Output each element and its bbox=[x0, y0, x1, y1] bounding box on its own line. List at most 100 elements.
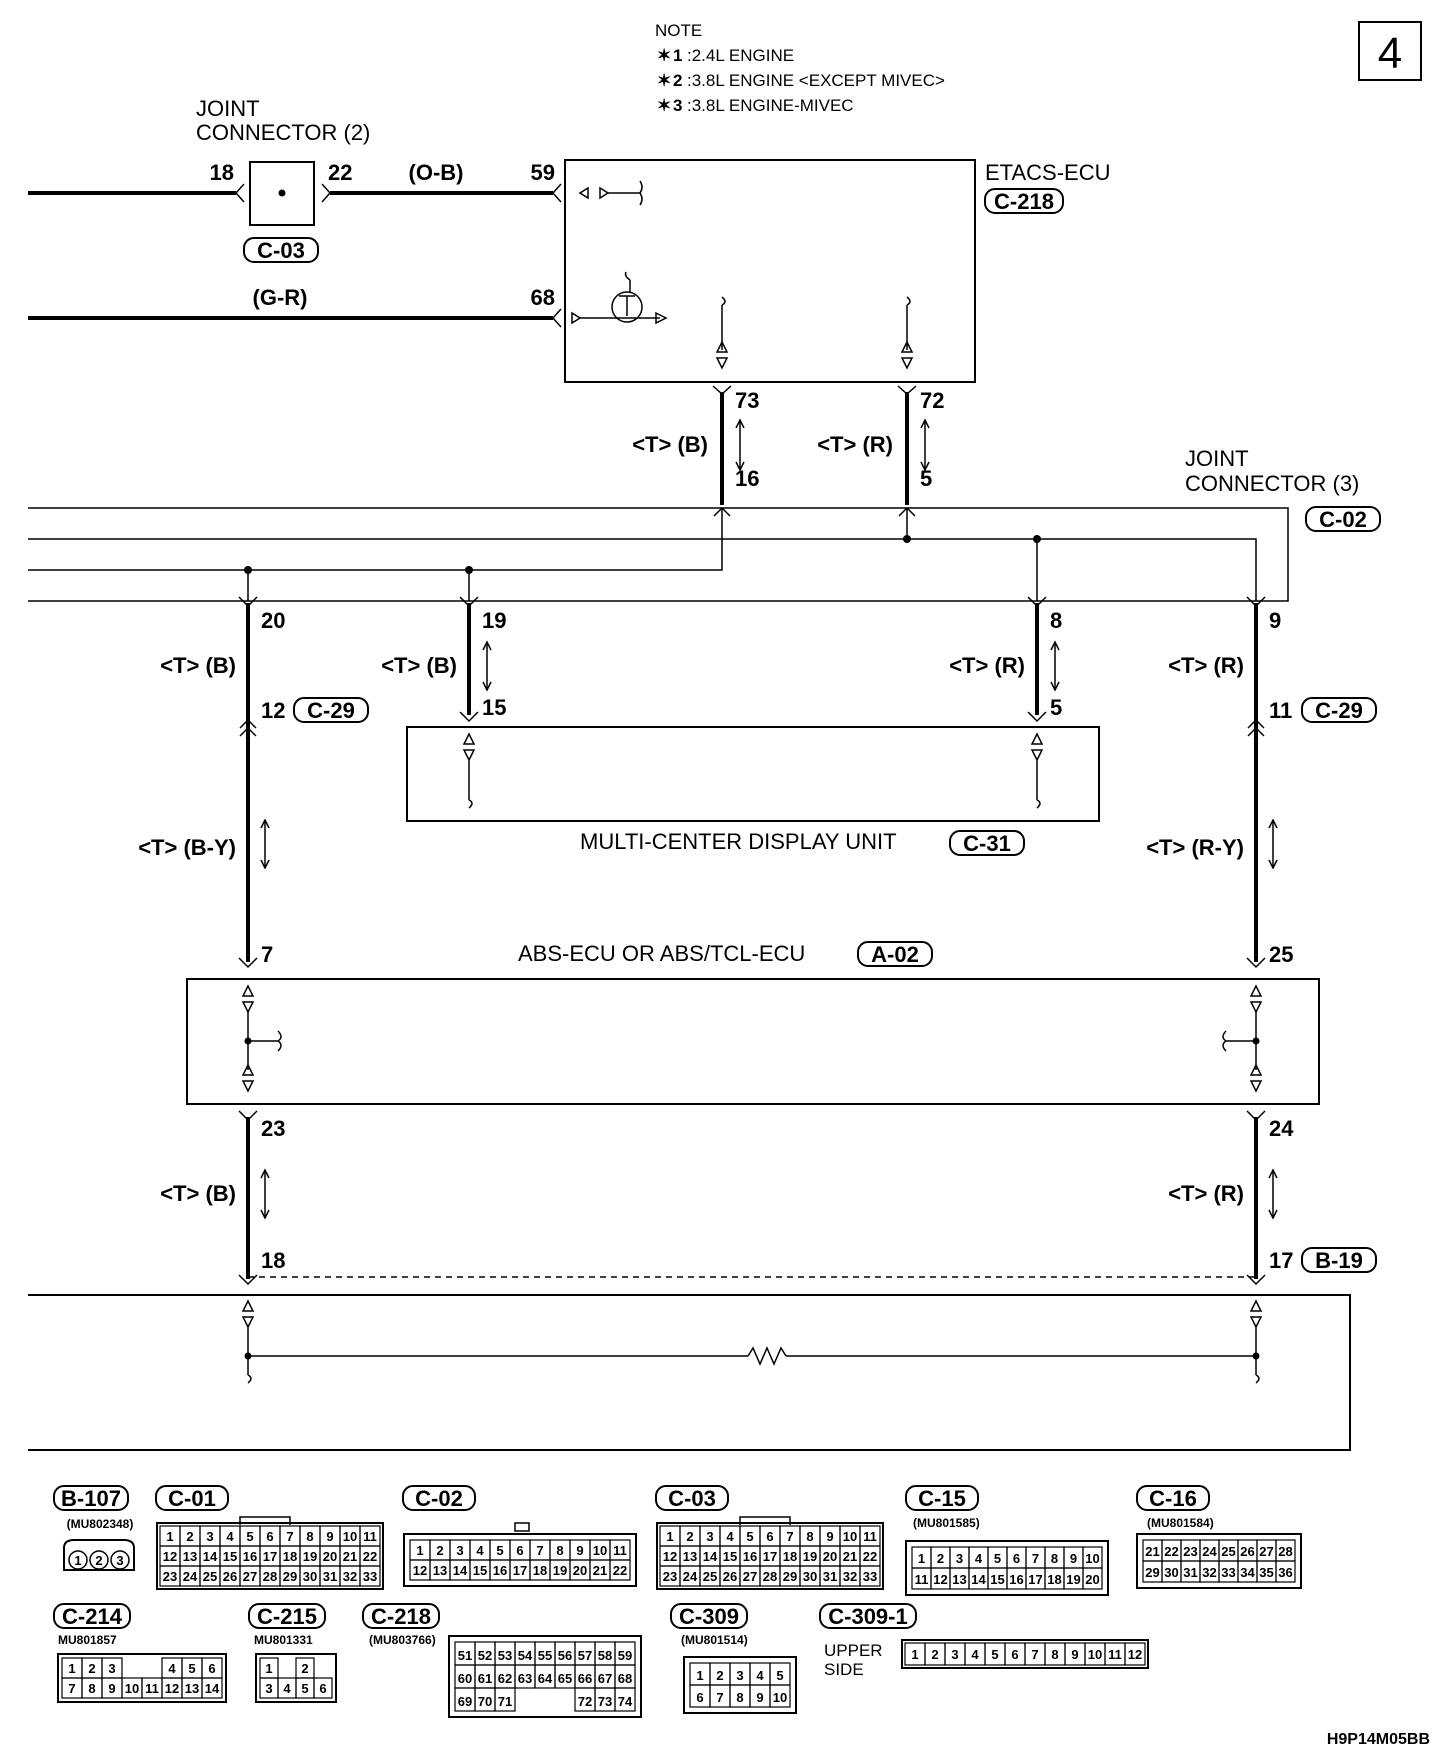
c214-pin-label: 9 bbox=[108, 1681, 115, 1696]
c02-pin-label: 5 bbox=[496, 1543, 503, 1558]
pin-mark-9 bbox=[1246, 596, 1266, 608]
c03-pin-label: 13 bbox=[683, 1549, 697, 1564]
c01-pin-label: 31 bbox=[323, 1569, 337, 1584]
wire-color-tb-4: <T> (B) bbox=[160, 1181, 236, 1206]
connector-tag-c02-view bbox=[402, 1485, 476, 1511]
c214-pin-label: 4 bbox=[168, 1661, 176, 1676]
c3091-pin-label: 6 bbox=[1011, 1647, 1018, 1662]
c218-pin-label: 74 bbox=[618, 1694, 633, 1709]
pin-mark-72 bbox=[897, 385, 917, 396]
note-block: NOTE ✶ 1 :2.4L ENGINE ✶ 2 :3.8L ENGINE <… bbox=[655, 21, 945, 115]
c03-pin-label: 6 bbox=[766, 1529, 773, 1544]
connector-tag-a02 bbox=[857, 941, 933, 967]
c01-pin-label: 9 bbox=[326, 1529, 333, 1544]
connector-tag-c214-text: C-214 bbox=[62, 1604, 123, 1629]
connector-tag-c03-text: C-03 bbox=[257, 238, 305, 263]
c218-pin-cell bbox=[614, 1687, 636, 1712]
connector-tag-c03-view-text: C-03 bbox=[668, 1486, 716, 1511]
bidirectional-arrow-1 bbox=[735, 418, 745, 472]
bidirectional-arrow-4 bbox=[482, 640, 492, 692]
c15-pin-label: 3 bbox=[956, 1551, 963, 1566]
c15-pin-label: 12 bbox=[933, 1572, 947, 1587]
b107-pin-2: 2 bbox=[95, 1553, 102, 1568]
c15-pin-label: 17 bbox=[1028, 1572, 1042, 1587]
wire-color-tb-1: <T> (B) bbox=[632, 432, 708, 457]
c3091-pin-label: 9 bbox=[1071, 1647, 1078, 1662]
c3091-pin-label: 10 bbox=[1088, 1647, 1102, 1662]
connector-tag-c31-text: C-31 bbox=[963, 831, 1011, 856]
c3091-pin-label: 8 bbox=[1051, 1647, 1058, 1662]
pin-23-label: 23 bbox=[261, 1116, 285, 1141]
wire-color-tr-2: <T> (R) bbox=[949, 653, 1025, 678]
c309-pin-label: 1 bbox=[696, 1668, 703, 1683]
bidirectional-arrow-6 bbox=[1268, 818, 1278, 870]
inline-connector-mark-12 bbox=[239, 718, 257, 729]
joint-connector-2-dot bbox=[278, 189, 286, 197]
pin-mark-25 bbox=[1246, 957, 1266, 969]
note-num-2: 2 bbox=[673, 71, 682, 90]
c309-pin-label: 8 bbox=[736, 1690, 743, 1705]
c02-pin-label: 18 bbox=[533, 1563, 547, 1578]
c01-pin-label: 4 bbox=[226, 1529, 234, 1544]
c16-housing bbox=[1136, 1533, 1302, 1589]
c02-pin-label: 2 bbox=[436, 1543, 443, 1558]
c03-pin-label: 9 bbox=[826, 1529, 833, 1544]
note-item-2: :3.8L ENGINE <EXCEPT MIVEC> bbox=[687, 71, 945, 90]
wire-color-tr-3: <T> (R) bbox=[1168, 653, 1244, 678]
figure-code: H9P14M05BB bbox=[1327, 1731, 1430, 1748]
c218-pin-label: 66 bbox=[578, 1671, 592, 1686]
connector-tag-c218-view-text: C-218 bbox=[371, 1604, 431, 1629]
c309-part-number: (MU801514) bbox=[681, 1633, 748, 1647]
c03-pin-label: 18 bbox=[783, 1549, 797, 1564]
c02-pin-label: 20 bbox=[573, 1563, 587, 1578]
c15-pin-label: 19 bbox=[1066, 1572, 1080, 1587]
wire-color-try: <T> (R-Y) bbox=[1146, 835, 1244, 860]
c16-pin-label: 23 bbox=[1183, 1544, 1197, 1559]
mcd-internal-symbols bbox=[462, 732, 1044, 809]
c02-pin-label: 19 bbox=[553, 1563, 567, 1578]
pin-22-label: 22 bbox=[328, 160, 352, 185]
pin-mark-24 bbox=[1246, 1110, 1266, 1122]
c01-pin-label: 15 bbox=[223, 1549, 237, 1564]
abs-internal-symbols bbox=[241, 984, 1263, 1093]
pin-mark-17 bbox=[1246, 1274, 1266, 1286]
c03-pin-cell bbox=[859, 1565, 881, 1587]
c16-pin-label: 35 bbox=[1259, 1565, 1273, 1580]
connector-tag-c02 bbox=[1305, 506, 1381, 532]
c01-pin-label: 22 bbox=[363, 1549, 377, 1564]
c218-pin-label: 69 bbox=[458, 1694, 472, 1709]
c3091-housing bbox=[901, 1639, 1149, 1669]
c02-pin-label: 6 bbox=[516, 1543, 523, 1558]
pin-mark-5b bbox=[1027, 711, 1047, 723]
c16-pin-label: 32 bbox=[1202, 1565, 1216, 1580]
connector-tag-c29-b-text: C-29 bbox=[1315, 698, 1363, 723]
c214-pin-label: 10 bbox=[125, 1681, 139, 1696]
note-item-3: :3.8L ENGINE-MIVEC bbox=[687, 96, 854, 115]
c218-pin-label: 71 bbox=[498, 1694, 512, 1709]
joint-connector-2-label-1: JOINT bbox=[196, 96, 260, 121]
pin-19-label: 19 bbox=[482, 608, 506, 633]
connector-tag-c16-text: C-16 bbox=[1149, 1486, 1197, 1511]
c03-pin-label: 15 bbox=[723, 1549, 737, 1564]
connector-tag-c16 bbox=[1136, 1485, 1210, 1511]
c16-pin-label: 31 bbox=[1183, 1565, 1197, 1580]
c214-pin-label: 8 bbox=[88, 1681, 95, 1696]
c01-pin-label: 3 bbox=[206, 1529, 213, 1544]
c218-pin-label: 73 bbox=[598, 1694, 612, 1709]
connector-tag-c01 bbox=[155, 1485, 229, 1511]
pin-mark-20 bbox=[238, 596, 258, 608]
c02-pin-cell bbox=[609, 1559, 631, 1581]
pin-72-label: 72 bbox=[920, 388, 944, 413]
c214-pin-label: 6 bbox=[208, 1661, 215, 1676]
pin-8-label: 8 bbox=[1050, 608, 1062, 633]
connector-tag-c29-a bbox=[293, 697, 369, 723]
c218-pin-label: 63 bbox=[518, 1671, 532, 1686]
b107-housing bbox=[63, 1539, 135, 1571]
c215-pin-label: 6 bbox=[319, 1681, 326, 1696]
c218-housing bbox=[448, 1635, 642, 1718]
c214-part-number: MU801857 bbox=[58, 1633, 117, 1647]
